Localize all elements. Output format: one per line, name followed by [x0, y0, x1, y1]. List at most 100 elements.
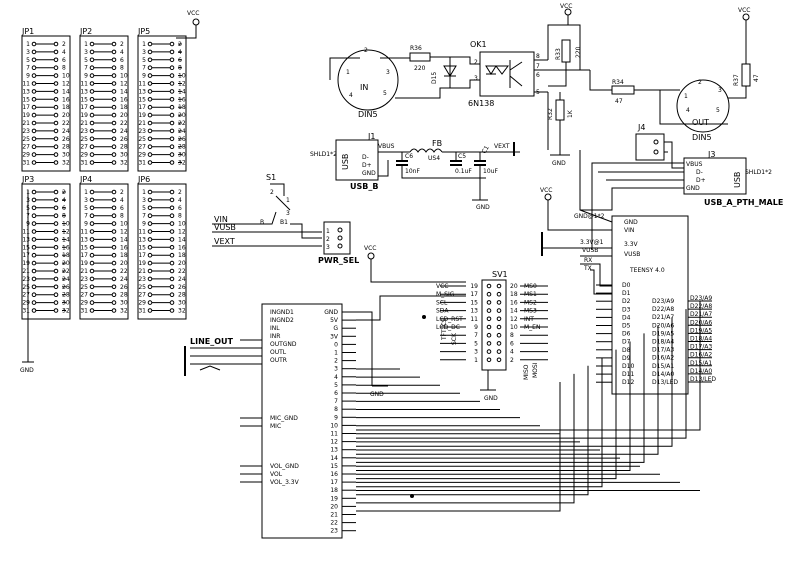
header-pin: [53, 229, 59, 234]
header-pin: [31, 120, 37, 126]
header-pin-number: 17: [22, 252, 30, 259]
header-pin-number: 11: [80, 81, 88, 88]
header-pin-number: 21: [22, 120, 30, 127]
header-pin: [31, 189, 37, 195]
audio-right-pin: 19: [330, 495, 338, 502]
teensy-right-ext: D19/A5: [690, 327, 712, 334]
header-pin: [53, 276, 59, 282]
sv1-left-num: 3: [474, 349, 478, 356]
svg-text:VIN: VIN: [624, 227, 634, 234]
header-pin: [147, 237, 153, 242]
header-pin-number: 18: [62, 104, 70, 111]
header-pin: [31, 221, 37, 226]
header-pin: [169, 81, 175, 86]
teensy-right-pin: D16/A2: [652, 355, 674, 362]
sv1-left-net: SDA: [436, 308, 449, 315]
audio-right-pin: 3V: [330, 333, 339, 340]
header-pin: [169, 89, 175, 94]
din5-out-label: OUT: [692, 118, 709, 127]
header-pin-number: 15: [138, 244, 146, 251]
audio-right-pin: 22: [330, 520, 338, 527]
sv1-pin: [486, 316, 492, 322]
bus-wire: [356, 373, 575, 504]
svg-text:C1: C1: [481, 144, 491, 155]
svg-text:47: 47: [615, 98, 623, 105]
header-pin: [89, 308, 95, 313]
sv1-pin: [496, 332, 502, 338]
din5-out-part: DIN5: [692, 133, 712, 142]
svg-text:10uF: 10uF: [483, 168, 498, 175]
bus-wire: [356, 365, 589, 496]
header-pin: [147, 276, 153, 282]
sv1-pin: [486, 324, 492, 330]
teensy-title: TEENSY 4.0: [629, 267, 665, 274]
header-pin-number: 25: [22, 284, 30, 291]
header-pin: [111, 268, 117, 274]
svg-text:1: 1: [684, 93, 688, 100]
audio-right-pin: 20: [330, 503, 338, 510]
teensy-left-pin: D10: [622, 363, 634, 370]
header-pin: [111, 89, 117, 94]
svg-text:VCC: VCC: [738, 7, 750, 14]
svg-text:VIN: VIN: [214, 215, 228, 224]
jp4-label: JP4: [79, 175, 92, 184]
header-pin: [169, 205, 175, 211]
ok1-label: OK1: [470, 40, 487, 49]
header-pin-number: 5: [26, 57, 30, 64]
header-pin: [89, 120, 95, 126]
header-pin: [111, 152, 117, 157]
sv1-pin: [496, 283, 502, 289]
jp3-header: [21, 183, 71, 320]
svg-text:C5: C5: [458, 153, 466, 160]
vcc-jp5: VCC: [176, 10, 200, 39]
svg-text:4: 4: [686, 107, 690, 114]
header-pin: [53, 245, 59, 250]
svg-text:B1: B1: [280, 219, 288, 226]
vcc-sv1: VCC: [364, 245, 466, 283]
svg-text:1: 1: [286, 197, 290, 204]
bus-wire: [356, 309, 687, 439]
header-pin-number: 7: [26, 65, 30, 72]
header-pin: [111, 49, 117, 55]
header-pin-number: 16: [120, 244, 128, 251]
r32-resistor: [555, 99, 565, 121]
header-pin: [89, 104, 95, 110]
header-pin: [169, 260, 175, 266]
header-pin-number: 13: [80, 236, 88, 243]
header-pin-number: 11: [22, 81, 30, 88]
audio-left-pin: INGND2: [270, 317, 294, 324]
teensy-left-pin: D8: [622, 347, 631, 354]
header-pin: [169, 49, 175, 55]
header-pin-number: 24: [120, 276, 128, 283]
header-pin: [31, 112, 37, 118]
header-pin: [53, 81, 59, 86]
sv1-left-net: VCC: [436, 283, 448, 290]
header-pin-number: 31: [80, 160, 88, 167]
audio-right-pin: 23: [330, 528, 338, 535]
svg-text:SHLD1*2: SHLD1*2: [310, 151, 337, 158]
header-pin-number: 6: [120, 205, 124, 212]
din5-in-label: IN: [360, 83, 368, 92]
header-pin: [53, 268, 59, 274]
jp4-header: [79, 183, 129, 320]
svg-text:2: 2: [474, 59, 478, 66]
power-switch: S1 2 1 3 B B1 VIN VUSB VEXT 1 2 3 PWR_SE…: [212, 173, 359, 265]
audio-right-pin: 16: [330, 471, 338, 478]
teensy-right-ext: D15/A1: [690, 360, 712, 367]
bus-wire: [356, 333, 645, 463]
teensy-right-pin: D18/A4: [652, 339, 674, 346]
junction-dot: [422, 315, 426, 319]
header-pin: [89, 57, 95, 63]
sv1-right-net: INT: [524, 316, 534, 323]
audio-left-pin: INL: [270, 325, 280, 332]
header-pin: [111, 205, 117, 211]
svg-text:R37: R37: [733, 74, 740, 86]
sv1-pin: [496, 324, 502, 330]
header-pin-number: 28: [62, 144, 70, 151]
audio-right-pin: 13: [330, 447, 338, 454]
header-pin-number: 8: [120, 213, 124, 220]
header-pin: [31, 260, 37, 266]
header-pin-number: 24: [178, 276, 186, 283]
header-pin: [169, 221, 175, 226]
header-pin-number: 21: [138, 120, 146, 127]
